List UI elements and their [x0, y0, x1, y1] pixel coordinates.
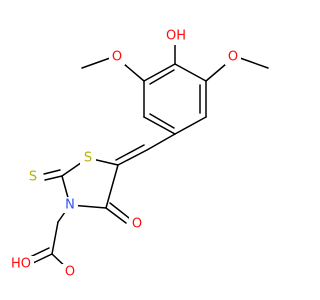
bond: [105, 207, 127, 224]
bond: [205, 63, 227, 82]
molecule-diagram: OH O O S S N O O HO: [8, 28, 269, 280]
molecule-svg: OH O O S S N O O HO: [8, 28, 269, 280]
atom-oh-hydroxyl: OH: [166, 29, 186, 44]
atom-s-ring: S: [84, 151, 92, 166]
bond: [123, 63, 145, 82]
bond-double-inner: [149, 69, 175, 85]
bond-double-inner: [149, 113, 175, 129]
bond: [239, 57, 269, 69]
atom-oh-acid: HO: [11, 257, 31, 272]
atom-o-carbonyl: O: [132, 217, 142, 232]
atom-o-acid-carbonyl: O: [65, 265, 75, 280]
bond-double-inner: [115, 144, 145, 161]
atom-o-methoxy-right: O: [228, 50, 238, 65]
bond: [146, 133, 176, 151]
bond: [81, 57, 111, 69]
bond: [143, 116, 176, 135]
bond: [174, 63, 207, 82]
bond: [117, 149, 148, 166]
atom-n-ring: N: [65, 198, 75, 213]
bond: [105, 164, 119, 209]
atom-s-thione: S: [29, 170, 37, 185]
bond-layer: [27, 43, 269, 272]
bond: [109, 202, 130, 219]
bond: [174, 116, 207, 135]
bond: [43, 169, 61, 175]
bond: [143, 63, 176, 82]
bond: [30, 253, 53, 265]
bond: [44, 175, 63, 181]
atom-layer: OH O O S S N O O HO: [8, 29, 241, 280]
bond: [51, 221, 59, 255]
atom-o-methoxy-left: O: [112, 50, 122, 65]
